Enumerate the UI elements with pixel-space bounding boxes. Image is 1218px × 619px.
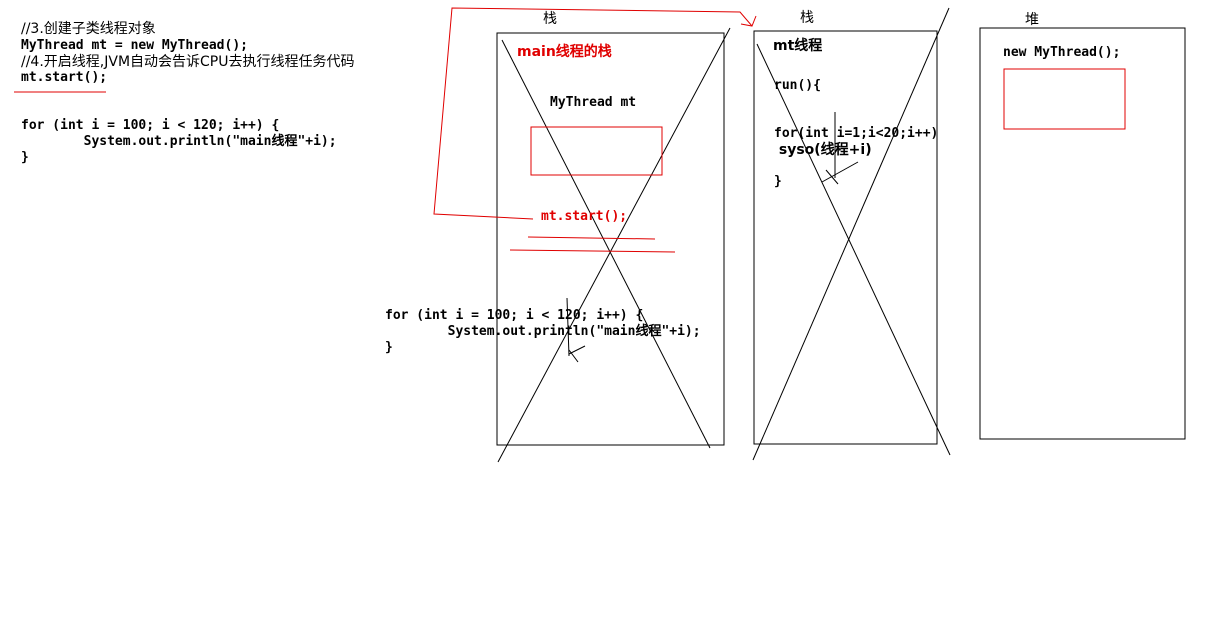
mt-code-mark-2 bbox=[821, 161, 859, 183]
mt-stack-title: 栈 bbox=[800, 10, 814, 26]
main-stack-call: mt.start(); bbox=[541, 209, 628, 224]
main-stack-frame bbox=[496, 32, 725, 446]
mt-stack-frame bbox=[753, 30, 938, 445]
mt-body-line: syso(线程+i) bbox=[774, 142, 872, 158]
mt-stack-cross-2 bbox=[756, 43, 951, 456]
call-underline-1 bbox=[527, 236, 656, 240]
middle-code-mark-3 bbox=[568, 349, 579, 363]
middle-code-mark-2 bbox=[568, 345, 586, 355]
code-line-start: mt.start(); bbox=[21, 70, 108, 85]
middle-close-brace: } bbox=[385, 340, 393, 355]
mt-for-line: for(int i=1;i<20;i++) bbox=[774, 126, 939, 141]
heap-object: new MyThread(); bbox=[1003, 45, 1121, 60]
code-for-line: for (int i = 100; i < 120; i++) { bbox=[21, 118, 280, 133]
mt-run-line: run(){ bbox=[774, 78, 821, 93]
mt-code-mark-3 bbox=[825, 169, 839, 185]
mt-stack-cross-1 bbox=[752, 7, 950, 461]
heap-object-box bbox=[1003, 68, 1126, 130]
main-stack-cross-2 bbox=[501, 39, 711, 449]
middle-body-line: System.out.println("main线程"+i); bbox=[385, 324, 701, 339]
main-stack-name: main线程的栈 bbox=[517, 44, 612, 60]
call-underline-2 bbox=[509, 249, 676, 253]
mt-stack-name: mt线程 bbox=[773, 38, 823, 54]
heap-title: 堆 bbox=[1025, 12, 1039, 28]
code-comment-start: //4.开启线程,JVM自动会告诉CPU去执行线程任务代码 bbox=[21, 54, 355, 70]
middle-code-mark-1 bbox=[566, 297, 570, 357]
main-stack-var: MyThread mt bbox=[550, 95, 637, 110]
middle-for-line: for (int i = 100; i < 120; i++) { bbox=[385, 308, 644, 323]
code-comment-create: //3.创建子类线程对象 bbox=[21, 21, 156, 37]
code-close-brace: } bbox=[21, 150, 29, 165]
code-body-line: System.out.println("main线程"+i); bbox=[21, 134, 337, 149]
mt-reference-box bbox=[530, 126, 663, 176]
start-arrow-path bbox=[433, 7, 753, 220]
mt-close-brace: } bbox=[774, 174, 782, 189]
code-line-new-thread: MyThread mt = new MyThread(); bbox=[21, 38, 248, 53]
main-stack-cross-1 bbox=[497, 27, 731, 463]
heap-frame bbox=[979, 27, 1186, 440]
main-stack-title: 栈 bbox=[543, 11, 557, 27]
start-arrowhead bbox=[740, 15, 757, 27]
